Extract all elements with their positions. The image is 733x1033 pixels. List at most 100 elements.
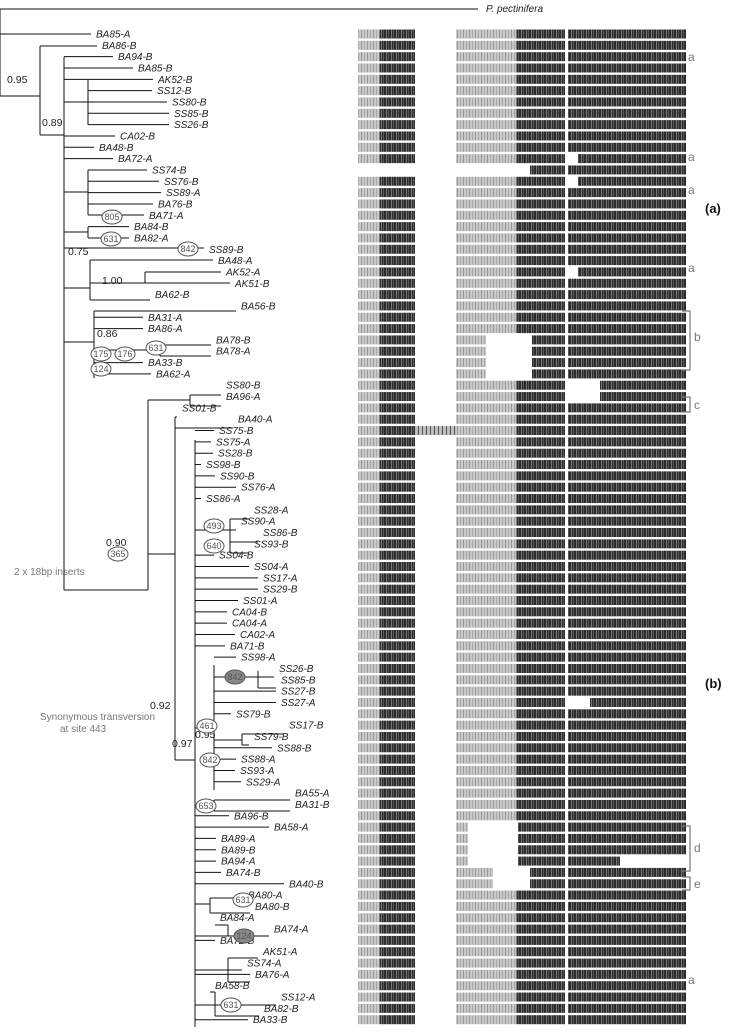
alignment-segment xyxy=(568,233,686,243)
alignment-segment xyxy=(456,403,516,413)
taxon-label: BA96-A xyxy=(226,392,261,403)
alignment-segment xyxy=(515,1003,565,1013)
alignment-segment xyxy=(456,97,516,107)
taxon-label: SS76-A xyxy=(241,483,276,494)
alignment-segment xyxy=(379,233,415,243)
alignment-segment xyxy=(568,437,686,447)
alignment-row xyxy=(358,324,686,334)
alignment-segment xyxy=(379,573,415,583)
site-marker-label: 805 xyxy=(104,212,119,222)
alignment-segment xyxy=(568,482,686,492)
alignment-segment xyxy=(379,528,415,538)
alignment-row xyxy=(358,505,686,515)
alignment-segment xyxy=(515,709,565,719)
alignment-segment xyxy=(568,890,686,900)
taxon-label: SS80-B xyxy=(172,97,207,108)
alignment-segment xyxy=(568,550,686,560)
alignment-segment xyxy=(379,335,415,345)
alignment-segment xyxy=(515,176,565,186)
alignment-segment xyxy=(568,108,686,118)
alignment-segment xyxy=(456,290,516,300)
alignment-segment xyxy=(456,629,516,639)
alignment-segment xyxy=(568,244,686,254)
taxon-label: SS90-A xyxy=(241,517,276,528)
category-label: a xyxy=(688,183,695,197)
alignment-row xyxy=(358,709,686,719)
taxon-label: SS86-A xyxy=(206,494,241,505)
taxon-label: SS75-A xyxy=(216,437,251,448)
taxon-label: CA04-B xyxy=(232,607,267,618)
alignment-gap xyxy=(358,164,415,176)
alignment-segment xyxy=(515,392,565,402)
alignment-segment xyxy=(358,290,380,300)
alignment-segment xyxy=(379,811,415,821)
alignment-segment xyxy=(358,686,380,696)
alignment-segment xyxy=(358,811,380,821)
taxon-label: SS90-B xyxy=(220,471,255,482)
alignment-segment xyxy=(358,403,380,413)
alignment-segment xyxy=(456,947,516,957)
category-label: a xyxy=(688,150,695,164)
alignment-row xyxy=(358,120,686,130)
alignment-segment xyxy=(379,754,415,764)
alignment-segment xyxy=(515,460,565,470)
taxon-label: BA78-B xyxy=(216,335,251,346)
alignment-segment xyxy=(358,822,380,832)
alignment-segment xyxy=(515,437,565,447)
alignment-gap xyxy=(568,266,578,278)
alignment-segment xyxy=(568,1015,686,1025)
taxon-label: SS01-A xyxy=(243,596,278,607)
alignment-segment xyxy=(456,618,516,628)
alignment-row xyxy=(358,108,686,118)
alignment-segment xyxy=(456,731,516,741)
taxon-label: SS98-B xyxy=(206,460,241,471)
taxon-label: BA94-A xyxy=(221,857,256,868)
alignment-segment xyxy=(515,290,565,300)
alignment-segment xyxy=(456,697,516,707)
alignment-segment xyxy=(379,890,415,900)
alignment-segment xyxy=(515,833,565,843)
alignment-segment xyxy=(515,562,565,572)
alignment-segment xyxy=(568,176,686,186)
taxon-label: BA76-B xyxy=(158,199,193,210)
alignment-row xyxy=(358,855,686,867)
alignment-segment xyxy=(515,142,565,152)
taxon-label: SS17-A xyxy=(263,573,298,584)
alignment-segment xyxy=(515,267,565,277)
alignment-segment xyxy=(358,358,380,368)
taxon-label: SS80-B xyxy=(226,381,261,392)
taxon-label: SS79-B xyxy=(254,732,289,743)
alignment-row xyxy=(358,528,686,538)
alignment-segment xyxy=(456,788,516,798)
site-marker-label: 124 xyxy=(93,364,108,374)
alignment-segment xyxy=(456,981,516,991)
alignment-segment xyxy=(568,335,686,345)
alignment-segment xyxy=(379,709,415,719)
alignment-segment xyxy=(456,573,516,583)
alignment-segment xyxy=(379,731,415,741)
alignment-segment xyxy=(568,256,686,266)
alignment-segment xyxy=(515,233,565,243)
site-marker: 631 xyxy=(232,892,254,908)
alignment-segment xyxy=(568,743,686,753)
taxon-label: SS12-B xyxy=(157,86,192,97)
alignment-segment xyxy=(379,426,415,436)
taxon-label: SS26-B xyxy=(279,664,314,675)
alignment-segment xyxy=(568,539,686,549)
taxon-label: BA86-B xyxy=(102,41,137,52)
taxon-label: SS88-A xyxy=(241,755,276,766)
alignment-gap xyxy=(456,164,530,176)
alignment-row xyxy=(358,969,686,979)
alignment-segment xyxy=(568,471,686,481)
alignment-segment xyxy=(456,562,516,572)
alignment-segment xyxy=(456,244,516,254)
alignment-row xyxy=(358,52,686,62)
alignment-row xyxy=(358,403,686,413)
alignment-segment xyxy=(358,709,380,719)
taxon-label: SS04-B xyxy=(219,551,254,562)
taxon-label: BA82-A xyxy=(134,233,169,244)
alignment-segment xyxy=(379,777,415,787)
alignment-segment xyxy=(379,97,415,107)
alignment-segment xyxy=(456,324,516,334)
